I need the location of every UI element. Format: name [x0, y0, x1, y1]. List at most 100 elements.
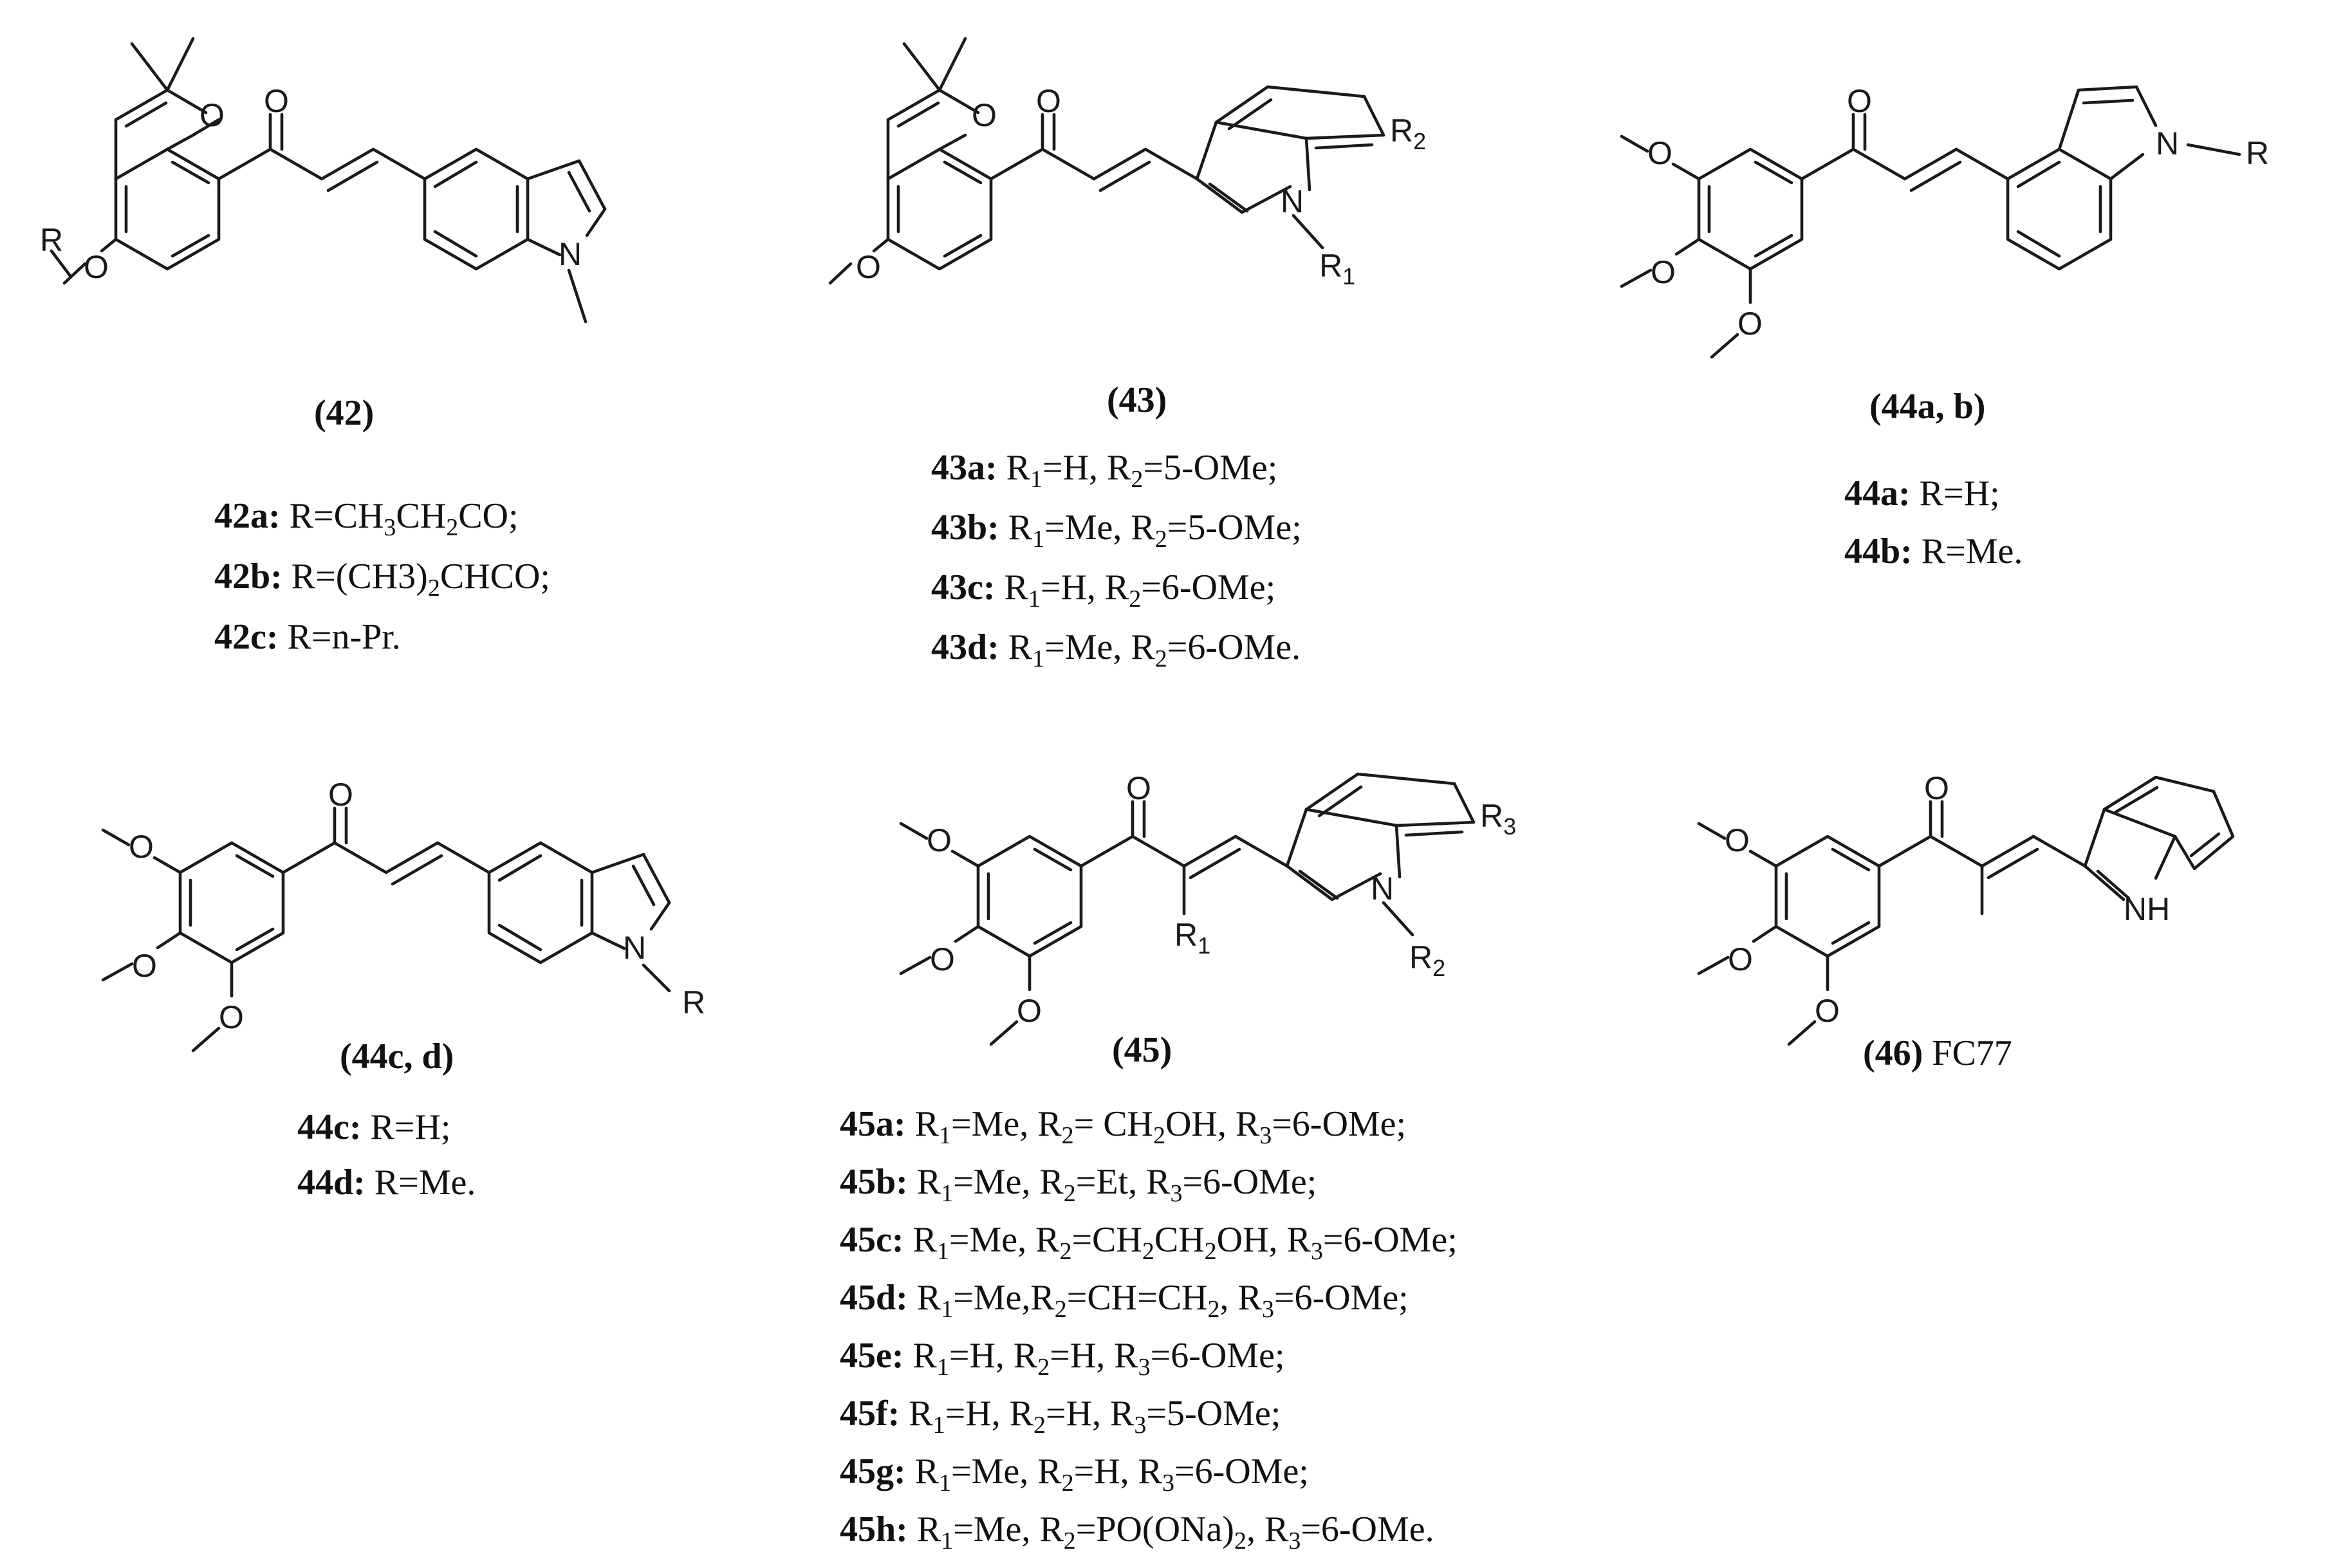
- c45-substituent-part: =PO(ONa): [1076, 1509, 1234, 1549]
- c44ab-label: (44a, b): [1869, 387, 1985, 427]
- c45-atom-r2: R2: [1409, 939, 1445, 981]
- c44ab-atom-o2: O: [1651, 254, 1676, 290]
- c45-substituent-id: 45g:: [840, 1452, 915, 1491]
- c43-substituent-part: =H, R: [1042, 448, 1131, 488]
- c45-atom-o1: O: [927, 822, 952, 858]
- c45-substituent-part: = CH: [1074, 1104, 1153, 1144]
- c42-substituent-part: 2: [446, 514, 458, 541]
- c45-substituent-part: , R: [1246, 1509, 1289, 1549]
- c43-atom-r1-letter: R: [1319, 248, 1342, 284]
- c46-atom-o2: O: [1728, 941, 1753, 977]
- c44ab-substituent-line: 44b: R=Me.: [1844, 531, 2023, 571]
- c44cd-atom-o2: O: [132, 948, 157, 984]
- c45-substituent-part: 3: [1170, 1180, 1182, 1207]
- c43-atom-r1-sub: 1: [1342, 263, 1355, 290]
- c45-substituent-part: 2: [1205, 1238, 1217, 1265]
- c45-substituent-part: 1: [941, 1180, 953, 1207]
- c42-atom-o-ether: O: [84, 249, 109, 285]
- c45-substituent-part: 2: [1055, 1296, 1067, 1323]
- c45-substituent-part: =H, R: [1050, 1336, 1138, 1376]
- c45-atom-o2: O: [930, 941, 955, 977]
- c44cd-atom-o3: O: [219, 999, 244, 1035]
- c45-substituent-part: =6-OMe.: [1301, 1509, 1434, 1549]
- c44ab-substituent-part: R=Me.: [1922, 531, 2023, 571]
- c43-substituent-part: 2: [1155, 526, 1167, 553]
- c45-substituent-part: 3: [1311, 1238, 1323, 1265]
- c44cd-substituent-part: R=Me.: [375, 1163, 476, 1203]
- c45-substituent-part: =Me, R: [951, 1452, 1062, 1491]
- c45-substituent-part: 2: [1033, 1412, 1046, 1439]
- c45-substituent-part: 1: [941, 1296, 953, 1323]
- c42-substituent-part: 3: [384, 514, 396, 541]
- c42-substituent-line: 42c: R=n-Pr.: [214, 617, 401, 657]
- c45-substituent-part: R: [913, 1220, 938, 1260]
- c45-substituent-line: 45b: R1=Me, R2=Et, R3=6-OMe;: [840, 1162, 1317, 1207]
- c45-substituent-part: =6-OMe;: [1272, 1104, 1406, 1144]
- compound-44ab-structure: [1620, 85, 2241, 359]
- c44cd-substituent-id: 44c:: [297, 1107, 371, 1147]
- c45-substituent-part: R: [909, 1394, 933, 1434]
- c43-substituent-part: 1: [1030, 466, 1042, 493]
- c44cd-substituent-id: 44d:: [297, 1163, 375, 1203]
- c45-substituent-part: CH: [1154, 1220, 1205, 1260]
- c45-atom-r3-letter: R: [1480, 798, 1503, 834]
- c44cd-substituent-list: 44c: R=H;44d: R=Me.: [297, 1107, 476, 1203]
- c45-substituent-part: 3: [1138, 1354, 1151, 1381]
- c44ab-substituent-id: 44a:: [1844, 474, 1920, 513]
- c43-label: (43): [1107, 380, 1167, 420]
- c42-substituent-part: 2: [428, 575, 440, 602]
- c45-atom-n: N: [1371, 871, 1394, 907]
- c44ab-substituent-list: 44a: R=H;44b: R=Me.: [1844, 474, 2023, 571]
- c43-atom-r2-letter: R: [1390, 113, 1413, 149]
- c44cd-atom-o-keto: O: [328, 777, 353, 813]
- c42-substituent-id: 42b:: [214, 557, 292, 596]
- c43-substituent-line: 43a: R1=H, R2=5-OMe;: [931, 448, 1277, 493]
- c43-substituent-list: 43a: R1=H, R2=5-OMe;43b: R1=Me, R2=5-OMe…: [931, 448, 1302, 672]
- c42-substituent-list: 42a: R=CH3CH2CO;42b: R=(CH3)2CHCO;42c: R…: [214, 496, 550, 657]
- c45-substituent-part: R: [915, 1104, 940, 1144]
- c45-substituent-part: =6-OMe;: [1151, 1336, 1285, 1376]
- c45-substituent-part: 2: [1062, 1122, 1074, 1149]
- c45-atom-r3: R3: [1480, 798, 1516, 840]
- c45-substituent-id: 45b:: [840, 1162, 917, 1202]
- compound-46-structure: [1697, 775, 2235, 1046]
- c45-label: (45): [1112, 1030, 1172, 1070]
- c43-atom-r2: R2: [1390, 113, 1426, 154]
- c45-substituent-part: 2: [1234, 1527, 1246, 1554]
- c43-substituent-part: R: [1006, 448, 1031, 488]
- c45-substituent-part: OH, R: [1217, 1220, 1311, 1260]
- c42-substituent-part: R=n-Pr.: [288, 617, 401, 657]
- c45-substituent-part: 2: [1153, 1122, 1165, 1149]
- c43-substituent-part: R: [1005, 567, 1029, 607]
- c43-substituent-part: =5-OMe;: [1167, 508, 1302, 548]
- c43-substituent-part: 1: [1032, 645, 1044, 672]
- c45-substituent-part: =5-OMe;: [1146, 1394, 1281, 1434]
- c45-substituent-part: 1: [937, 1354, 949, 1381]
- c45-atom-r2-letter: R: [1409, 939, 1432, 975]
- c45-substituent-part: =Me, R: [953, 1509, 1064, 1549]
- c45-substituent-part: =CH: [1071, 1220, 1142, 1260]
- c43-atom-n: N: [1281, 183, 1304, 219]
- c43-atom-r2-sub: 2: [1413, 128, 1426, 154]
- c43-atom-o-keto: O: [1036, 83, 1061, 119]
- c42-atom-r: R: [40, 222, 63, 258]
- c43-substituent-part: =Me, R: [1044, 508, 1155, 548]
- c44ab-atom-n: N: [2156, 125, 2179, 161]
- c44cd-atom-r: R: [682, 984, 705, 1020]
- c42-substituent-line: 42a: R=CH3CH2CO;: [214, 496, 519, 541]
- c45-substituent-part: =H, R: [945, 1394, 1034, 1434]
- c43-substituent-part: 1: [1032, 526, 1044, 553]
- c43-substituent-part: 2: [1131, 466, 1143, 493]
- c42-label: (42): [314, 393, 374, 433]
- c45-substituent-part: R: [917, 1509, 941, 1549]
- c43-substituent-line: 43c: R1=H, R2=6-OMe;: [931, 567, 1275, 613]
- c45-substituent-id: 45h:: [840, 1509, 917, 1549]
- c43-substituent-part: 2: [1155, 645, 1167, 672]
- c45-substituent-part: 2: [1064, 1527, 1076, 1554]
- c43-substituent-part: =H, R: [1041, 567, 1129, 607]
- c43-substituent-part: =6-OMe;: [1141, 567, 1275, 607]
- c44ab-atom-o3: O: [1737, 306, 1763, 342]
- compound-43-structure: [828, 37, 1385, 285]
- c45-substituent-part: 2: [1059, 1238, 1071, 1265]
